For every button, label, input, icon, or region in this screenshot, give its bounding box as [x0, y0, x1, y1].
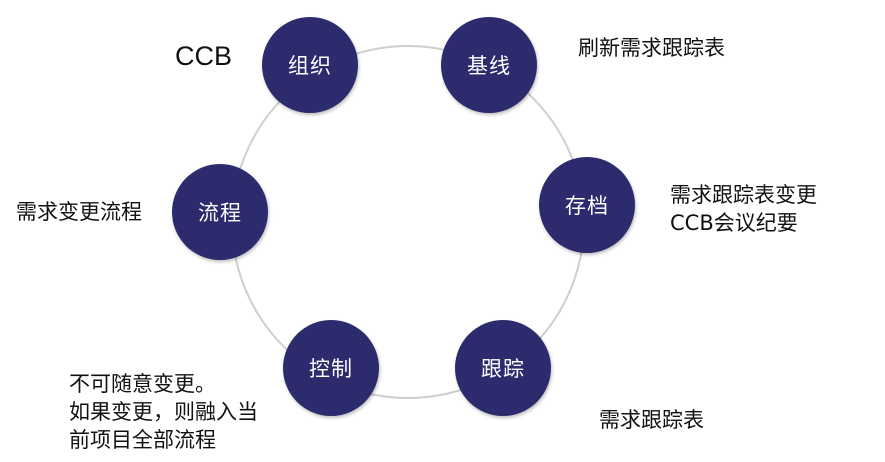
note-archive-line-1: 需求跟踪表变更: [670, 183, 817, 207]
note-control-line-2: 如果变更，则融入当: [69, 400, 258, 424]
node-track-label: 跟踪: [481, 357, 525, 381]
note-archive-line-2: CCB会议纪要: [670, 211, 798, 235]
node-baseline-label: 基线: [467, 54, 511, 78]
node-archive-label: 存档: [565, 194, 609, 218]
note-control-line-3: 前项目全部流程: [69, 428, 216, 452]
note-archive: 需求跟踪表变更 CCB会议纪要: [670, 181, 817, 237]
node-control: 控制: [283, 320, 379, 416]
node-org: 组织: [262, 17, 358, 113]
note-org: CCB: [175, 41, 233, 71]
note-baseline: 刷新需求跟踪表: [578, 36, 725, 60]
node-baseline: 基线: [441, 17, 537, 113]
node-org-label: 组织: [288, 54, 332, 78]
node-process-label: 流程: [198, 201, 242, 225]
node-control-label: 控制: [309, 357, 353, 381]
note-control: 不可随意变更。 如果变更，则融入当 前项目全部流程: [69, 370, 258, 454]
node-archive: 存档: [539, 157, 635, 253]
note-process: 需求变更流程: [16, 200, 142, 224]
node-track: 跟踪: [455, 320, 551, 416]
note-track: 需求跟踪表: [599, 408, 704, 432]
note-control-line-1: 不可随意变更。: [69, 372, 216, 396]
node-process: 流程: [172, 164, 268, 260]
